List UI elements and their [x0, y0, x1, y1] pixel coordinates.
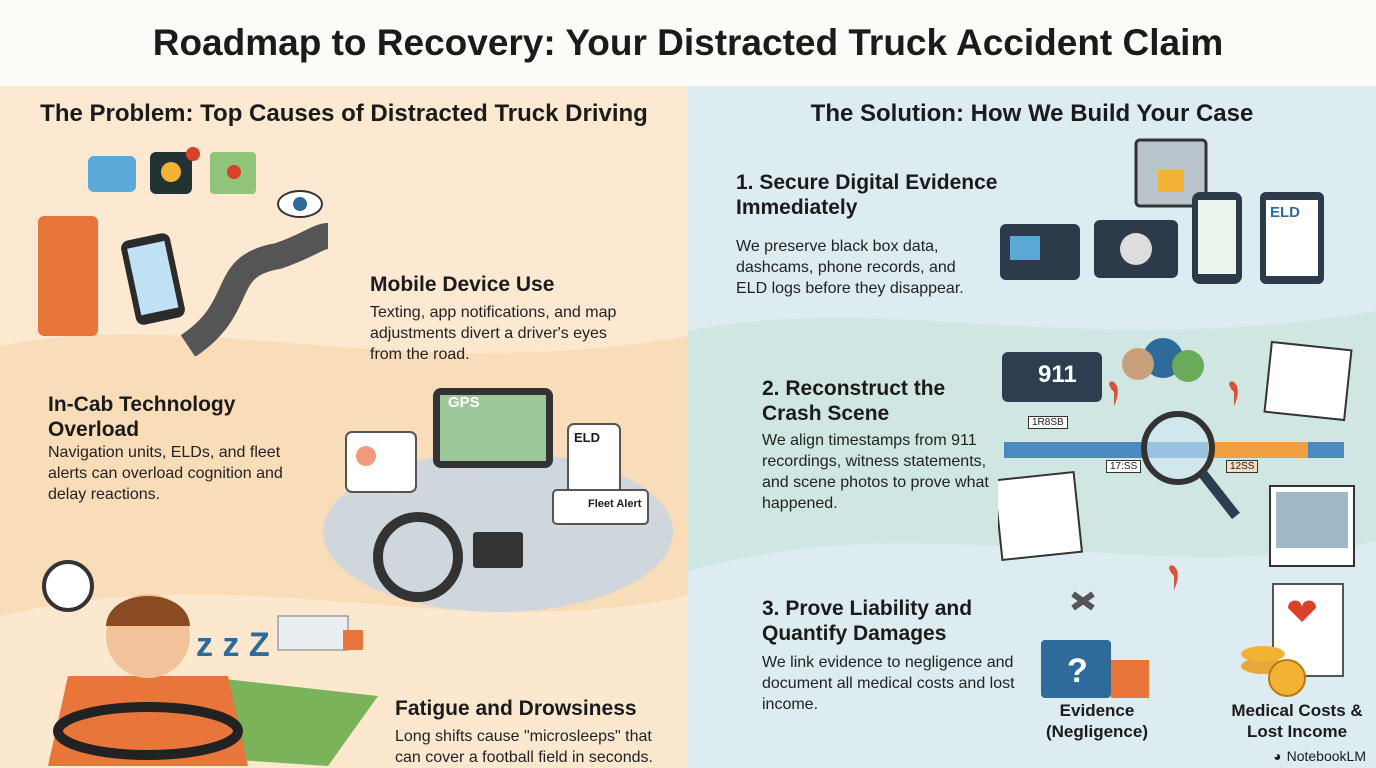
eld-tablet-label: ELD	[1270, 204, 1300, 221]
gps-label: GPS	[448, 394, 480, 411]
problem-heading: The Problem: Top Causes of Distracted Tr…	[40, 100, 648, 127]
call-911-label: 911	[1038, 361, 1077, 388]
timestamp-1: 1R8SB	[1028, 416, 1068, 429]
notebooklm-logo-icon: ◕	[1273, 748, 1282, 764]
fleet-alert-label: Fleet Alert	[588, 498, 642, 510]
svg-text:?: ?	[1067, 652, 1088, 690]
digital-evidence-illustration	[1000, 138, 1324, 284]
wave-divider	[688, 311, 1376, 571]
solution-heading: The Solution: How We Build Your Case	[810, 100, 1254, 127]
notebooklm-watermark: ◕NotebookLM	[1273, 748, 1366, 764]
solution-item-1-text: We preserve black box data, dashcams, ph…	[736, 238, 964, 297]
fatigue-illustration	[42, 560, 378, 766]
liability-damages-illustration: ?	[1041, 583, 1344, 698]
problem-item-3-text: Long shifts cause "microsleeps" that can…	[395, 728, 653, 766]
problem-item-3-title: Fatigue and Drowsiness	[395, 697, 637, 720]
timestamp-3: 12SS	[1226, 460, 1259, 473]
problem-item-1-text: Texting, app notifications, and map adju…	[370, 304, 617, 363]
problem-item-2-text: Navigation units, ELDs, and fleet alerts…	[48, 444, 283, 503]
crash-reconstruction-illustration	[998, 338, 1355, 590]
problem-panel: The Problem: Top Causes of Distracted Tr…	[0, 86, 688, 768]
solution-item-1-title: 1. Secure Digital Evidence Immediately	[736, 171, 998, 219]
mobile-device-illustration	[38, 147, 328, 356]
in-cab-technology-illustration	[323, 388, 673, 612]
page-title: Roadmap to Recovery: Your Distracted Tru…	[0, 0, 1376, 86]
brand-text: NotebookLM	[1286, 748, 1366, 764]
problem-item-1-title: Mobile Device Use	[370, 273, 555, 296]
eld-label: ELD	[574, 430, 600, 445]
zzz-text: z z Z	[196, 626, 270, 664]
solution-item-2-title: 2. Reconstruct the Crash Scene	[762, 377, 946, 425]
evidence-negligence-label: Evidence (Negligence)	[1045, 701, 1149, 741]
solution-item-3-title: 3. Prove Liability and Quantify Damages	[762, 597, 973, 645]
solution-item-3-text: We link evidence to negligence and docum…	[762, 654, 1015, 713]
problem-item-2-title: In-Cab Technology Overload	[48, 393, 236, 441]
timestamp-2: 17:SS	[1106, 460, 1142, 473]
medical-costs-label: Medical Costs & Lost Income	[1231, 701, 1363, 741]
solution-item-2-text: We align timestamps from 911 recordings,…	[762, 432, 989, 512]
solution-panel: The Solution: How We Build Your Case 1. …	[688, 86, 1376, 768]
